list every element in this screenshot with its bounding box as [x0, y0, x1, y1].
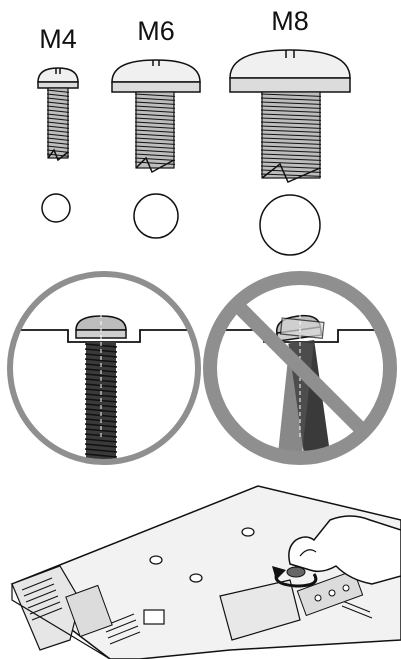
- screw-thread-line: [134, 105, 176, 109]
- screw-m4-icon: [37, 67, 79, 162]
- screw-thread-line: [46, 137, 70, 141]
- screw-thread-line: [46, 129, 70, 133]
- screw-thread-line: [84, 428, 118, 433]
- screw-thread-line: [260, 93, 322, 97]
- screw-thread-line: [84, 443, 118, 448]
- screw-m6: M6: [111, 16, 201, 239]
- screw-m6-label: M6: [137, 16, 175, 46]
- screw-thread-line: [260, 129, 322, 133]
- screw-thread-line: [84, 448, 118, 453]
- screw-thread-line: [46, 133, 70, 137]
- hand-icon: [288, 515, 401, 585]
- screw-thread-line: [134, 149, 176, 153]
- screw-thread-line: [260, 149, 322, 153]
- screw-thread-line: [134, 157, 176, 161]
- screw-thread-line: [260, 145, 322, 149]
- screw-thread-line: [46, 113, 70, 117]
- screw-thread-line: [134, 113, 176, 117]
- screw-thread-line: [134, 153, 176, 157]
- screw-thread-line: [260, 153, 322, 157]
- screw-thread-line: [46, 125, 70, 129]
- screw-m8: M8: [229, 6, 351, 256]
- screw-thread-line: [46, 117, 70, 121]
- screw-thread-line: [84, 388, 118, 393]
- screw-thread-line: [46, 97, 70, 101]
- screw-thread-line: [134, 109, 176, 113]
- screw-m8-icon: [229, 49, 351, 183]
- screw-thread-line: [46, 109, 70, 113]
- screw-thread-line: [134, 97, 176, 101]
- screw-thread-line: [134, 141, 176, 145]
- screw-thread-line: [46, 141, 70, 145]
- screw-thread-line: [260, 121, 322, 125]
- insertion-section: [7, 271, 397, 472]
- screw-thread-line: [84, 408, 118, 413]
- screw-thread-line: [84, 353, 118, 358]
- screw-thread-line: [134, 133, 176, 137]
- screw-m4-label: M4: [39, 24, 77, 54]
- screw-thread-line: [260, 133, 322, 137]
- screw-thread-line: [260, 161, 322, 165]
- screw-inserted-crooked-prohibited-icon: [203, 271, 397, 465]
- screw-thread-line: [46, 121, 70, 125]
- screw-thread-line: [84, 438, 118, 443]
- screw-m8-diameter-icon: [259, 194, 321, 256]
- screw-sizes-section: M4 M6: [37, 6, 351, 256]
- screw-thread-line: [260, 165, 322, 169]
- screw-thread-line: [134, 137, 176, 141]
- screw-thread-line: [260, 173, 322, 177]
- screw-thread-line: [260, 109, 322, 113]
- screw-thread-line: [134, 117, 176, 121]
- screw-thread-line: [85, 469, 117, 472]
- screw-thread-line: [260, 101, 322, 105]
- screw-thread-line: [84, 453, 118, 458]
- screw-thread-line: [260, 125, 322, 129]
- screw-thread-line: [46, 89, 70, 93]
- screw-thread-line: [46, 101, 70, 105]
- screw-thread-line: [134, 101, 176, 105]
- screw-thread-line: [46, 149, 70, 153]
- screw-thread-line: [260, 137, 322, 141]
- screw-thread-line: [134, 145, 176, 149]
- screw-thread-line: [46, 145, 70, 149]
- screw-thread-line: [260, 117, 322, 121]
- screw-thread-line: [260, 97, 322, 101]
- screw-hole-icon: [149, 555, 163, 565]
- screw-thread-line: [134, 125, 176, 129]
- screw-thread-line: [134, 93, 176, 97]
- screw-thread-line: [134, 129, 176, 133]
- screw-m4-diameter-icon: [41, 193, 71, 223]
- screw-inserted-straight-icon: [7, 271, 201, 472]
- screw-thread-line: [260, 113, 322, 117]
- screw-thread-line: [84, 393, 118, 398]
- screw-hole-icon: [189, 573, 203, 583]
- screw-m6-icon: [111, 59, 201, 174]
- screw-m6-diameter-icon: [133, 193, 179, 239]
- screw-m4: M4: [37, 24, 79, 223]
- screw-hole-icon: [241, 527, 255, 537]
- tv-back-screw-tighten-icon: [10, 485, 401, 659]
- vent-slots: [21, 577, 373, 645]
- screw-thread-line: [260, 141, 322, 145]
- screw-thread-line: [260, 105, 322, 109]
- screw-thread-line: [134, 121, 176, 125]
- screw-m8-label: M8: [271, 6, 309, 36]
- screw-thread-line: [84, 423, 118, 428]
- screw-thread-line: [84, 358, 118, 363]
- screw-thread-line: [46, 105, 70, 109]
- screw-thread-line: [46, 93, 70, 97]
- screw-thread-line: [260, 157, 322, 161]
- screw-thread-line: [84, 373, 118, 378]
